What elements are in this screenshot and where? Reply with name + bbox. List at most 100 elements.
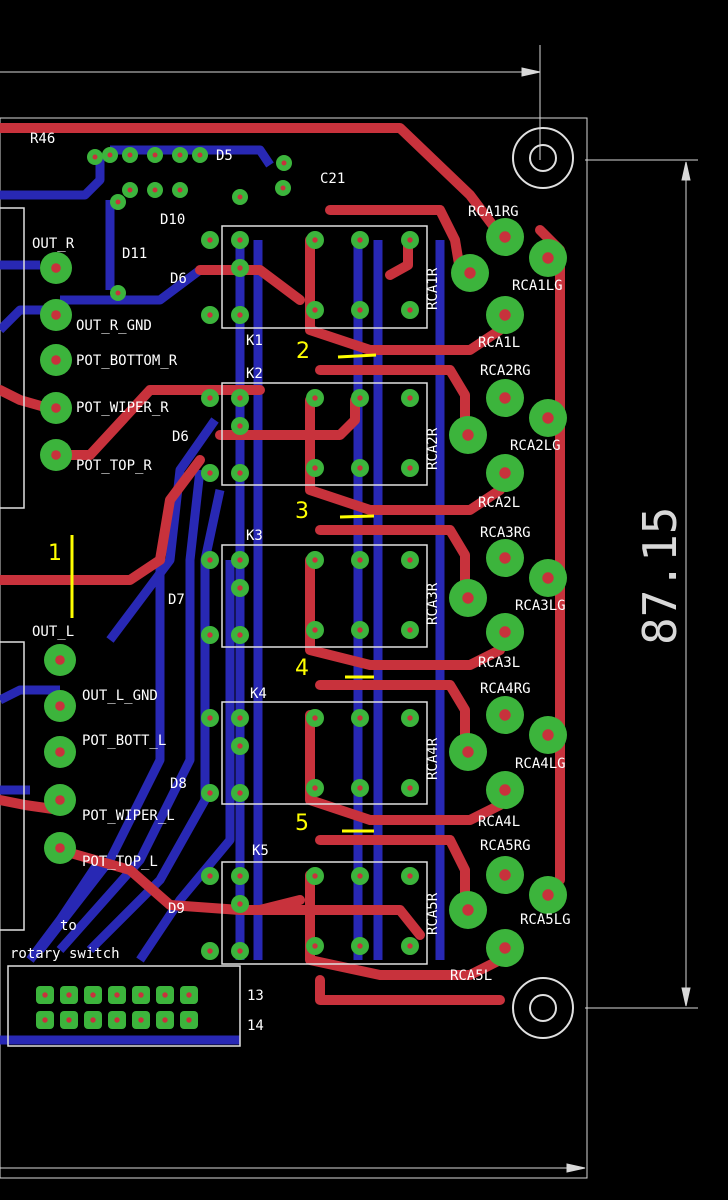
- rca-label-rca1lg: RCA1LG: [512, 278, 563, 294]
- relay-pad-0-1: [231, 259, 249, 277]
- relay-pad-3-2: [231, 784, 249, 802]
- rca-label-rca2rg: RCA2RG: [480, 363, 531, 379]
- label-d10: D10: [160, 212, 185, 228]
- relay-pad-0-0: [231, 231, 249, 249]
- annotation-2: 2: [296, 339, 310, 364]
- relay-pad-4-8: [306, 937, 324, 955]
- relay-pad-0-10: [401, 301, 419, 319]
- rca-label-rca5lg: RCA5LG: [520, 912, 571, 928]
- relay-pad-3-0: [231, 709, 249, 727]
- relay-label-k3: K3: [246, 528, 263, 544]
- relay-pad-3-9: [351, 779, 369, 797]
- rca-label-rca1r: RCA1R: [425, 267, 441, 310]
- rca-label-rca3lg: RCA3LG: [515, 598, 566, 614]
- annotation-4: 4: [295, 656, 309, 681]
- rca-label-rca4rg: RCA4RG: [480, 681, 531, 697]
- header-l-pad-4: [44, 832, 76, 864]
- rca-labels: RCA1RGRCA1LGRCA1LRCA1RRCA2RGRCA2LGRCA2LR…: [425, 204, 571, 984]
- rca-pad-9: [529, 559, 567, 597]
- net-label-out-l-gnd: OUT_L_GND: [82, 688, 158, 704]
- relay-pad-4-6: [351, 867, 369, 885]
- rca-pad-11: [486, 613, 524, 651]
- diode-pad-1-4: [201, 464, 219, 482]
- label-d8: D8: [170, 776, 187, 792]
- relay-pad-2-6: [351, 551, 369, 569]
- relay-pad-1-1: [231, 417, 249, 435]
- conn-pin-top-4: [132, 986, 150, 1004]
- header-l-pad-3: [44, 784, 76, 816]
- conn-pin-top-5: [156, 986, 174, 1004]
- annotation-marks: [70, 353, 377, 833]
- dimension-lines: [0, 45, 698, 1179]
- net-label-pot-top-l: POT_TOP_L: [82, 854, 158, 870]
- relay-pad-3-6: [351, 709, 369, 727]
- annotation-1: 1: [48, 541, 62, 566]
- rca-label-rca4lg: RCA4LG: [515, 756, 566, 772]
- diode-pad-4-4: [201, 942, 219, 960]
- diode-pad-1-3: [201, 389, 219, 407]
- diode-pad-3-3: [201, 709, 219, 727]
- rca-pad-16: [486, 856, 524, 894]
- relay-pad-2-2: [231, 626, 249, 644]
- conn-pin-bot-4: [132, 1011, 150, 1029]
- relay-label-k5: K5: [252, 843, 269, 859]
- label-d5: D5: [216, 148, 233, 164]
- label-d9: D9: [168, 901, 185, 917]
- dimension-label: 87.15: [633, 507, 687, 645]
- relay-pad-4-7: [401, 867, 419, 885]
- rca-label-rca1rg: RCA1RG: [468, 204, 519, 220]
- relay-outlines: [221, 225, 428, 965]
- rca-label-rca5l: RCA5L: [450, 968, 492, 984]
- rca-label-rca3rg: RCA3RG: [480, 525, 531, 541]
- conn-pin-bot-3: [108, 1011, 126, 1029]
- rca-pad-8: [486, 539, 524, 577]
- rca-pad-10: [449, 579, 487, 617]
- relay-pad-4-5: [306, 867, 324, 885]
- rca-label-rca3l: RCA3L: [478, 655, 520, 671]
- small-pad-7: [172, 182, 188, 198]
- diode-pad-0-3: [201, 231, 219, 249]
- small-pad-11: [110, 285, 126, 301]
- silkscreen-text: R46 D5 C21 D10 D11 D6 D6 D7 D8 D9: [30, 131, 345, 917]
- rca-pad-5: [529, 399, 567, 437]
- conn-pin-top-3: [108, 986, 126, 1004]
- header-r-pad-0: [40, 252, 72, 284]
- rca-label-rca5rg: RCA5RG: [480, 838, 531, 854]
- connector-label-rotary: rotary switch: [10, 946, 120, 962]
- relay-pad-1-5: [306, 389, 324, 407]
- rca-pad-7: [486, 454, 524, 492]
- header-r-pad-1: [40, 299, 72, 331]
- label-r46: R46: [30, 131, 55, 147]
- label-d6: D6: [172, 429, 189, 445]
- relay-pad-4-1: [231, 895, 249, 913]
- small-pad-4: [192, 147, 208, 163]
- rca-label-rca3r: RCA3R: [425, 582, 441, 625]
- small-pad-5: [122, 182, 138, 198]
- relay-pad-0-6: [351, 231, 369, 249]
- rca-pad-3: [486, 296, 524, 334]
- rca-pad-12: [486, 696, 524, 734]
- relay-pad-2-9: [351, 621, 369, 639]
- mounting-hole-bottom: [512, 977, 574, 1039]
- small-pad-13: [275, 180, 291, 196]
- annotation-5: 5: [295, 811, 309, 836]
- relay-pad-2-8: [306, 621, 324, 639]
- rotary-connector-outline: [7, 965, 241, 1047]
- relay-pad-3-5: [306, 709, 324, 727]
- diode-pad-0-4: [201, 306, 219, 324]
- small-pad-2: [147, 147, 163, 163]
- rca-pad-6: [449, 416, 487, 454]
- relay-pad-1-2: [231, 464, 249, 482]
- relay-pad-4-10: [401, 937, 419, 955]
- relay-pad-2-0: [231, 551, 249, 569]
- annotation-3: 3: [295, 499, 309, 524]
- rca-label-rca4r: RCA4R: [425, 737, 441, 780]
- rca-label-rca1l: RCA1L: [478, 335, 520, 351]
- conn-pin-bot-5: [156, 1011, 174, 1029]
- net-label-pot-wiper-r: POT_WIPER_R: [76, 400, 169, 416]
- relay-pad-3-7: [401, 709, 419, 727]
- net-label-out-l: OUT_L: [32, 624, 74, 640]
- left-connector-outlines: [0, 207, 25, 931]
- net-label-pot-bottom-r: POT_BOTTOM_R: [76, 353, 178, 369]
